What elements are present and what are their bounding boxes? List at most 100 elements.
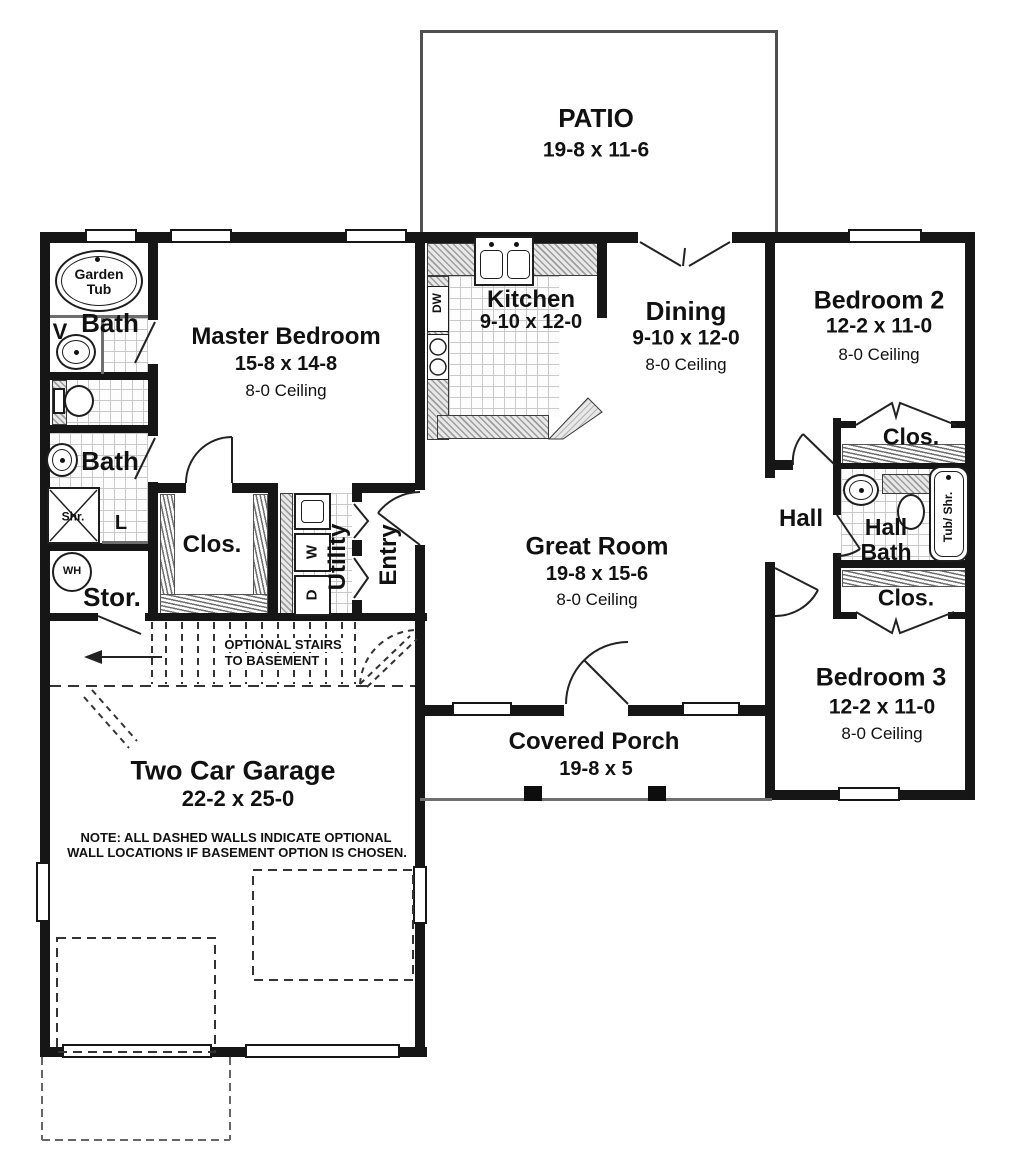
wall-bedroom2-bottom-stub [775, 460, 793, 470]
window-garage-left [36, 862, 50, 922]
porch-post-left [524, 786, 542, 801]
utility-sink [294, 493, 331, 530]
garden-tub-faucet [95, 257, 100, 262]
window-masterbath [85, 229, 137, 243]
garage-door-right [245, 1044, 400, 1058]
great-room-label: Great Room [525, 532, 669, 561]
garage-dims: 22-2 x 25-0 [181, 786, 295, 812]
wall-wc-top [50, 372, 148, 380]
wall-garage-east [415, 545, 425, 1057]
wall-hallbath-left-a [833, 469, 841, 515]
window-bedroom3 [838, 787, 900, 801]
porch-slab-edge [420, 798, 772, 801]
garden-tub-inner [61, 256, 137, 306]
dryer-fixture [294, 575, 331, 616]
wall-bed2-closet-top-left [833, 421, 856, 428]
second-vanity-drain [60, 458, 65, 463]
second-bath-label: Bath [81, 445, 139, 476]
wall-master-closet-left [148, 483, 186, 493]
kitchen-sink-bowl-right [507, 250, 530, 279]
wall-master-closet-right [232, 483, 278, 493]
linen-partition [102, 541, 148, 544]
kitchen-floor [449, 276, 559, 418]
window-porch-left [452, 702, 512, 716]
patio-dims: 19-8 x 11-6 [542, 138, 650, 162]
covered-porch-dims: 19-8 x 5 [559, 758, 633, 781]
wall-kitchen-west-upper [415, 243, 425, 490]
window-bedroom2 [848, 229, 922, 243]
master-bath-floor [103, 318, 148, 373]
window-master-2 [345, 229, 407, 243]
front-door-gap [564, 705, 628, 716]
wall-garage-bottom [40, 1047, 427, 1057]
wall-wc-bottom [50, 425, 148, 433]
stairs-direction-arrow [84, 650, 162, 664]
linen-label: L [114, 512, 128, 535]
master-closet-label: Clos. [182, 531, 242, 559]
dining-dims: 9-10 x 12-0 [632, 326, 740, 350]
bedroom3-ceiling: 8-0 Ceiling [841, 723, 923, 743]
kitchen-faucet-right [514, 242, 519, 247]
bedroom3-closet-label: Clos. [877, 584, 935, 611]
kitchen-sink-bowl-left [480, 250, 503, 279]
garden-tub-label: Garden Tub [74, 265, 124, 297]
water-heater-fixture [52, 552, 92, 592]
dining-label: Dining [645, 295, 727, 326]
wall-bed2-closet-left [833, 418, 841, 470]
bedroom2-ceiling: 8-0 Ceiling [838, 344, 920, 364]
patio-outline [420, 30, 778, 235]
wall-masterbath [148, 243, 158, 620]
master-vanity-sink [56, 334, 96, 370]
wall-entry-top [352, 483, 425, 493]
wall-bed3-closet-left [833, 568, 841, 618]
kitchen-dims: 9-10 x 12-0 [479, 311, 583, 334]
hallbath-toilet [897, 494, 925, 530]
dishwasher-fixture [427, 286, 449, 332]
wall-bed3-closet-bottom-right [948, 612, 975, 619]
basement-note-line2: WALL LOCATIONS IF BASEMENT OPTION IS CHO… [67, 844, 407, 860]
washer-label: W [303, 544, 321, 560]
bedroom2-dims: 12-2 x 11-0 [825, 314, 933, 338]
dishwasher-label: DW [430, 293, 444, 313]
master-vanity-sink-inner [62, 340, 90, 364]
wall-stairs-top [145, 613, 427, 621]
hallbath-tub-inner [934, 471, 964, 557]
masterbath-door-gap [148, 320, 158, 364]
hall-bath-label: Hall Bath [860, 514, 912, 565]
wall-bed2-closet-bottom [833, 463, 975, 469]
wall-bed3-closet-bottom-left [833, 612, 857, 619]
wc-toilet-bowl [64, 385, 94, 417]
wall-closet-utility [268, 483, 278, 621]
bedroom3-dims: 12-2 x 11-0 [828, 695, 936, 719]
cooktop-burners [429, 338, 447, 376]
wall-exterior-right [965, 232, 975, 800]
wall-exterior-left [40, 232, 50, 1057]
patio-label: PATIO [558, 102, 634, 133]
dryer-label: D [303, 589, 321, 601]
kitchen-peninsula-counter [437, 415, 549, 439]
wall-bath-storage [40, 543, 148, 551]
wall-utility-entry-a [352, 493, 362, 502]
great-room-dims: 19-8 x 15-6 [545, 563, 649, 586]
patio-door-gap [638, 232, 732, 243]
optional-dashed-walls [50, 622, 418, 1053]
wall-greatroom-bedrooms-lower [765, 562, 775, 800]
utility-label: Utility [324, 523, 351, 591]
hall-label: Hall [778, 505, 824, 533]
stairs-note-line1: OPTIONAL STAIRS [222, 636, 344, 653]
stairs-note-line2: TO BASEMENT [222, 652, 322, 669]
wall-storage-bottom-left [40, 613, 98, 621]
kitchen-peninsula-angle [547, 397, 603, 440]
water-heater-label: WH [62, 565, 82, 578]
second-vanity-sink-inner [52, 449, 72, 471]
porch-post-right [648, 786, 666, 801]
washer-fixture [294, 533, 331, 572]
master-bath-label: Bath [81, 307, 139, 338]
window-porch-right [682, 702, 740, 716]
hallbath-sink-drain [859, 488, 864, 493]
master-bedroom-label: Master Bedroom [191, 323, 381, 351]
door-swings [97, 241, 957, 705]
tub-shower-label: Tub/ Shr. [941, 491, 955, 543]
